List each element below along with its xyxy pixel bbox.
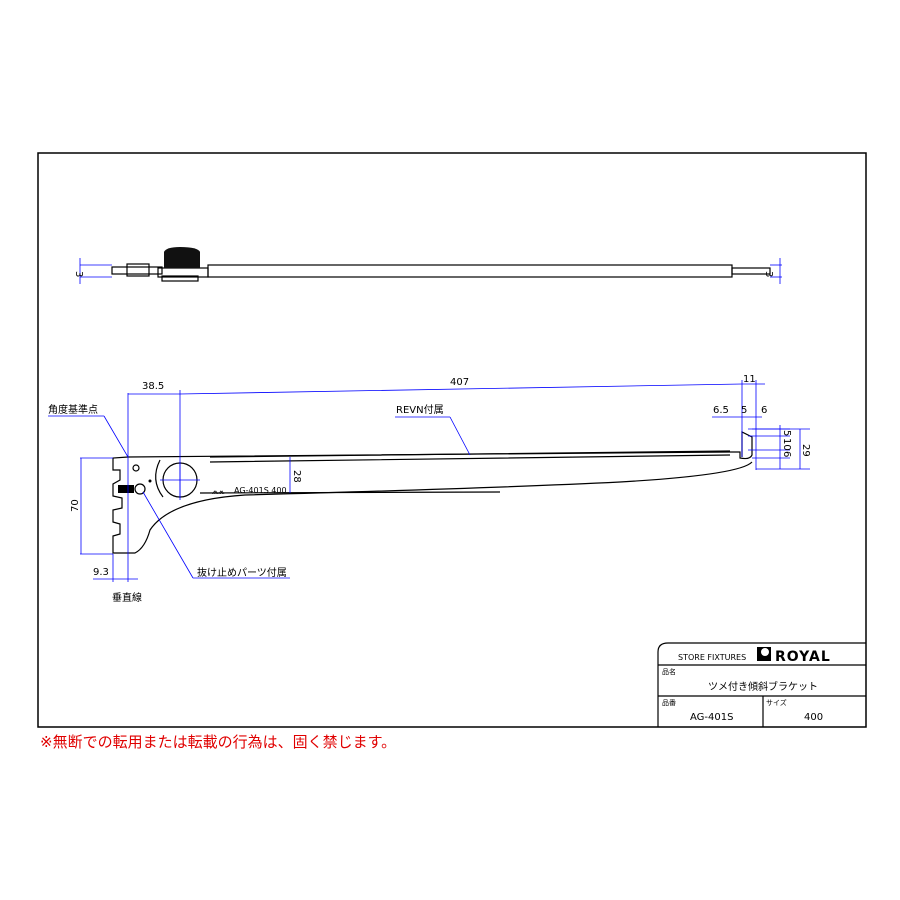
code-label: 品番: [662, 699, 676, 707]
product-code: AG-401S: [690, 712, 733, 723]
copyright-warning: ※無断での転用または転載の行為は、固く禁じます。: [40, 733, 397, 751]
dim-10: 10: [781, 438, 792, 451]
note-revn: REVN付属: [396, 403, 444, 416]
name-label: 品名: [662, 667, 676, 676]
dim-70: 70: [70, 499, 81, 512]
mountain-logo-icon: ⩕⩕: [212, 487, 225, 496]
dim-top-right: 3: [763, 271, 774, 277]
annotations: 角度基準点 REVN付属 抜け止めパーツ付属 垂直線: [48, 403, 471, 604]
drawing-frame: [37, 152, 867, 728]
product-size: 400: [804, 712, 823, 723]
dim-9-3: 9.3: [93, 567, 109, 578]
title-block: STORE FIXTURES ROYAL 品名 ツメ付き傾斜ブラケット 品番 A…: [657, 642, 866, 727]
note-stopper: 抜け止めパーツ付属: [197, 566, 287, 579]
engraving-text: AG-401S 400: [234, 486, 287, 495]
side-view: AG-401S 400 ⩕⩕: [112, 431, 753, 554]
size-label: サイズ: [766, 698, 787, 707]
brand-tag: STORE FIXTURES: [678, 653, 746, 662]
dim-6: 6: [761, 405, 767, 416]
top-view: 3 3: [73, 247, 782, 284]
brand-logo: ROYAL: [775, 649, 831, 665]
dim-6b: 6: [781, 451, 792, 457]
dim-top-left: 3: [73, 271, 84, 277]
dim-28: 28: [291, 470, 302, 483]
knob-icon: [164, 247, 200, 268]
product-name: ツメ付き傾斜ブラケット: [708, 680, 818, 693]
note-angle-ref: 角度基準点: [48, 403, 98, 416]
dimensions: 38.5 407 11 6.5 5 6 5 10 6 29 28 70 9.3: [70, 374, 811, 582]
dim-5: 5: [741, 405, 747, 416]
dim-407: 407: [450, 377, 469, 388]
dim-38-5: 38.5: [142, 381, 164, 392]
dim-11: 11: [743, 374, 756, 385]
dim-6-5: 6.5: [713, 405, 729, 416]
dim-29: 29: [800, 444, 811, 457]
dim-5b: 5: [781, 430, 792, 436]
note-vertical: 垂直線: [112, 591, 142, 604]
